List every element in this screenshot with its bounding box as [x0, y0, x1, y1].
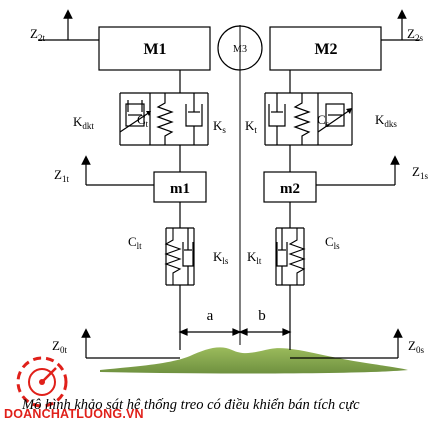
distance-b-label: b	[258, 308, 266, 324]
body-mass-center-label: M3	[233, 44, 247, 55]
z2t-label: Z2t	[30, 26, 45, 43]
variable-damper-left	[119, 100, 151, 133]
z0s-label: Z0s	[408, 338, 424, 355]
road-profile	[100, 347, 408, 374]
z1t-label: Z1t	[54, 167, 69, 184]
z0t-label: Z0t	[52, 338, 67, 355]
damper-kt-right	[268, 93, 286, 145]
kls-label: Kls	[213, 249, 229, 266]
wheel-mass-left	[153, 171, 207, 203]
cls-label: Cls	[325, 234, 340, 251]
damper-kls-left	[182, 228, 194, 285]
spring-clt-left	[164, 228, 182, 285]
damper-klt-right	[276, 228, 288, 285]
z2s-label: Z2s	[407, 26, 423, 43]
figure-caption: Mô hình khảo sát hệ thống treo có điều k…	[22, 397, 360, 413]
klt-label: Klt	[247, 249, 262, 266]
kt-label: Kt	[245, 118, 257, 135]
wheel-mass-left-label: m1	[170, 181, 190, 197]
wheel-mass-right	[263, 171, 317, 203]
spring-cls-right	[288, 228, 306, 285]
z1s-label: Z1s	[412, 164, 428, 181]
kdks-label: Kdks	[375, 112, 397, 129]
ks-label: Ks	[213, 118, 226, 135]
body-mass-right-label: M2	[314, 41, 337, 58]
spring-ct-left	[156, 93, 174, 145]
body-mass-left	[98, 26, 211, 71]
spring-cs-right	[293, 93, 311, 145]
body-mass-right	[269, 26, 382, 71]
ct-label: Ct	[137, 112, 149, 129]
cs-label: Cs	[317, 112, 330, 129]
clt-label: Clt	[128, 234, 142, 251]
damper-ks-left	[185, 93, 203, 145]
variable-damper-right	[317, 103, 352, 133]
kdkt-label: Kdkt	[73, 114, 94, 131]
watermark-text: DOANCHATLUONG.VN	[4, 407, 144, 421]
body-mass-left-label: M1	[143, 41, 166, 58]
wheel-mass-right-label: m2	[280, 181, 300, 197]
distance-a-label: a	[207, 308, 214, 324]
watermark-logo-icon	[16, 356, 68, 408]
